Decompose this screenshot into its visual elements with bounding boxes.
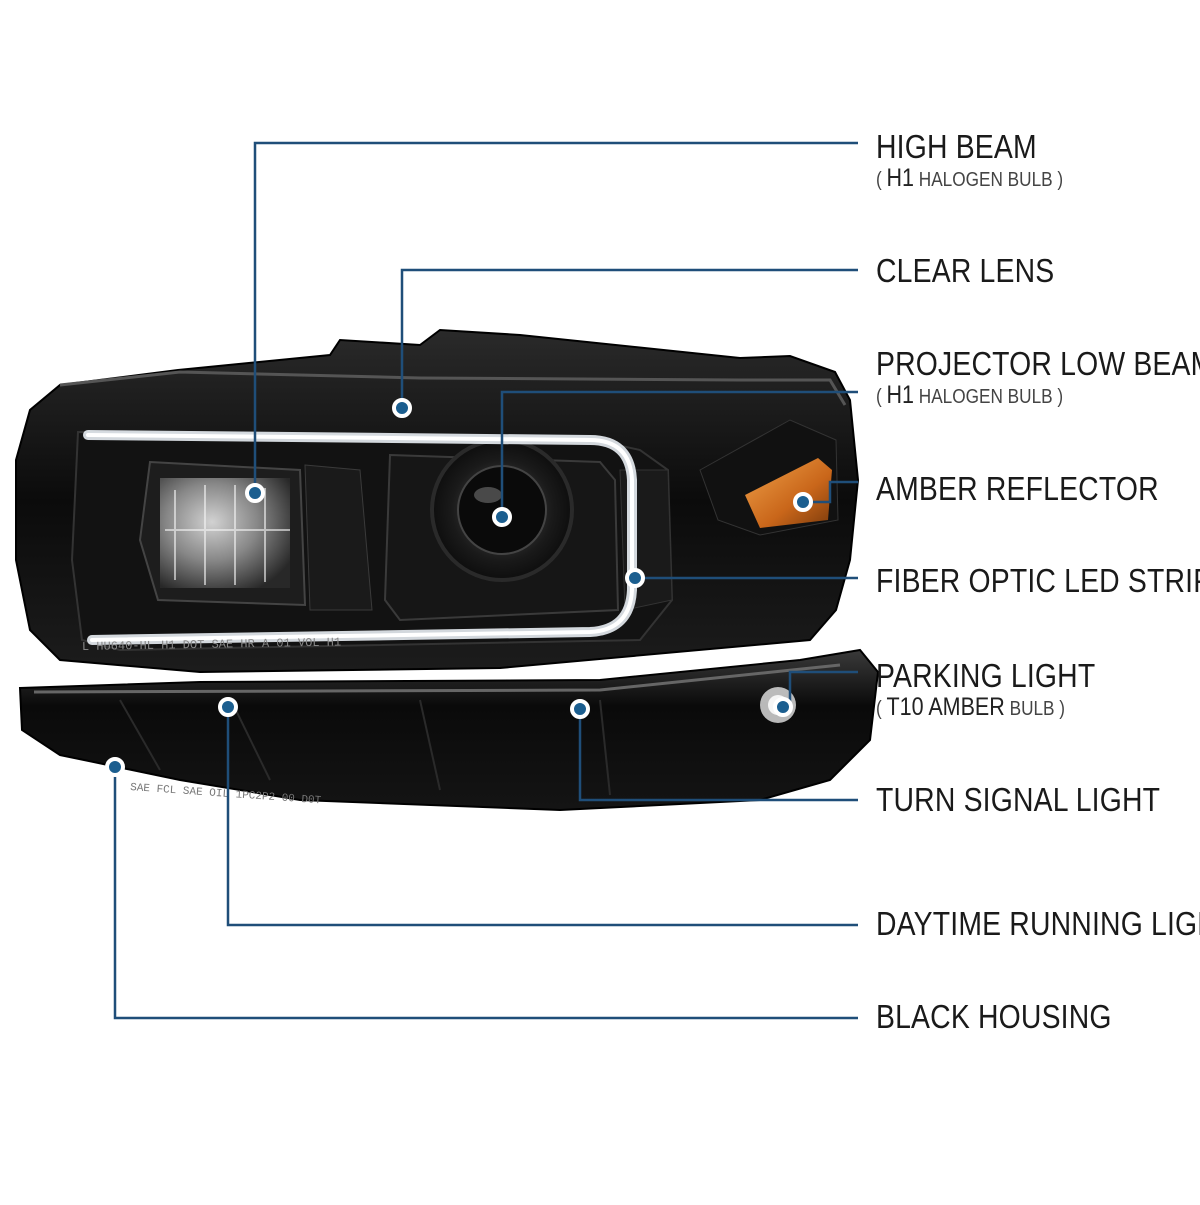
leader-line-projector-low-beam bbox=[500, 390, 858, 517]
label-amber-reflector-title: AMBER REFLECTOR bbox=[876, 470, 1159, 507]
headlight-lens-marking: L HU640-HL H1 DOT SAE HR A 01 VOL H1 bbox=[82, 635, 341, 654]
label-black-housing-title: BLACK HOUSING bbox=[876, 998, 1112, 1035]
callout-dot-fiber-optic-led-strip bbox=[625, 568, 645, 588]
leader-line-high-beam bbox=[253, 141, 858, 493]
leader-line-amber-reflector bbox=[803, 480, 858, 504]
callout-dot-clear-lens bbox=[392, 398, 412, 418]
label-high-beam: HIGH BEAM ( H1 HALOGEN BULB ) bbox=[876, 128, 1094, 192]
callout-dots bbox=[105, 398, 813, 777]
leader-lines bbox=[113, 141, 858, 1020]
label-parking-light-title: PARKING LIGHT bbox=[876, 657, 1096, 694]
callout-dot-projector-low-beam bbox=[492, 507, 512, 527]
headlight-housing: L HU640-HL H1 DOT SAE HR A 01 VOL H1 bbox=[15, 328, 860, 674]
label-amber-reflector: AMBER REFLECTOR bbox=[876, 470, 1200, 508]
callout-dot-black-housing bbox=[105, 757, 125, 777]
label-fiber-optic-led-strip: FIBER OPTIC LED STRIP bbox=[876, 562, 1200, 600]
label-clear-lens-title: CLEAR LENS bbox=[876, 252, 1055, 289]
label-parking-light-subtitle: ( T10 AMBER BULB ) bbox=[876, 693, 1066, 721]
callout-dot-high-beam bbox=[245, 483, 265, 503]
label-high-beam-subtitle: ( H1 HALOGEN BULB ) bbox=[876, 164, 1064, 192]
label-clear-lens: CLEAR LENS bbox=[876, 252, 1083, 290]
callout-dot-turn-signal-light bbox=[570, 699, 590, 719]
label-projector-low-beam-subtitle: ( H1 HALOGEN BULB ) bbox=[876, 381, 1064, 409]
label-fiber-optic-led-strip-title: FIBER OPTIC LED STRIP bbox=[876, 562, 1200, 599]
bumper-light-housing: SAE FCL SAE OIL 1PC2P2 00 D0T bbox=[18, 648, 880, 812]
label-projector-low-beam-title: PROJECTOR LOW BEAM bbox=[876, 345, 1200, 382]
label-turn-signal-light: TURN SIGNAL LIGHT bbox=[876, 781, 1200, 819]
label-black-housing: BLACK HOUSING bbox=[876, 998, 1150, 1036]
callout-dot-daytime-running-light bbox=[218, 697, 238, 717]
leader-line-daytime-running-light bbox=[226, 707, 858, 927]
label-daytime-running-light: DAYTIME RUNNING LIGHT bbox=[876, 905, 1200, 943]
callout-dot-amber-reflector bbox=[793, 492, 813, 512]
leader-line-clear-lens bbox=[400, 268, 858, 408]
label-high-beam-title: HIGH BEAM bbox=[876, 128, 1037, 165]
label-parking-light: PARKING LIGHT ( T10 AMBER BULB ) bbox=[876, 657, 1131, 721]
label-turn-signal-light-title: TURN SIGNAL LIGHT bbox=[876, 781, 1161, 818]
callout-dot-parking-light bbox=[773, 697, 793, 717]
label-daytime-running-light-title: DAYTIME RUNNING LIGHT bbox=[876, 905, 1200, 942]
leader-line-black-housing bbox=[113, 767, 858, 1020]
label-projector-low-beam: PROJECTOR LOW BEAM ( H1 HALOGEN BULB ) bbox=[876, 345, 1200, 409]
leader-line-turn-signal-light bbox=[578, 709, 858, 802]
